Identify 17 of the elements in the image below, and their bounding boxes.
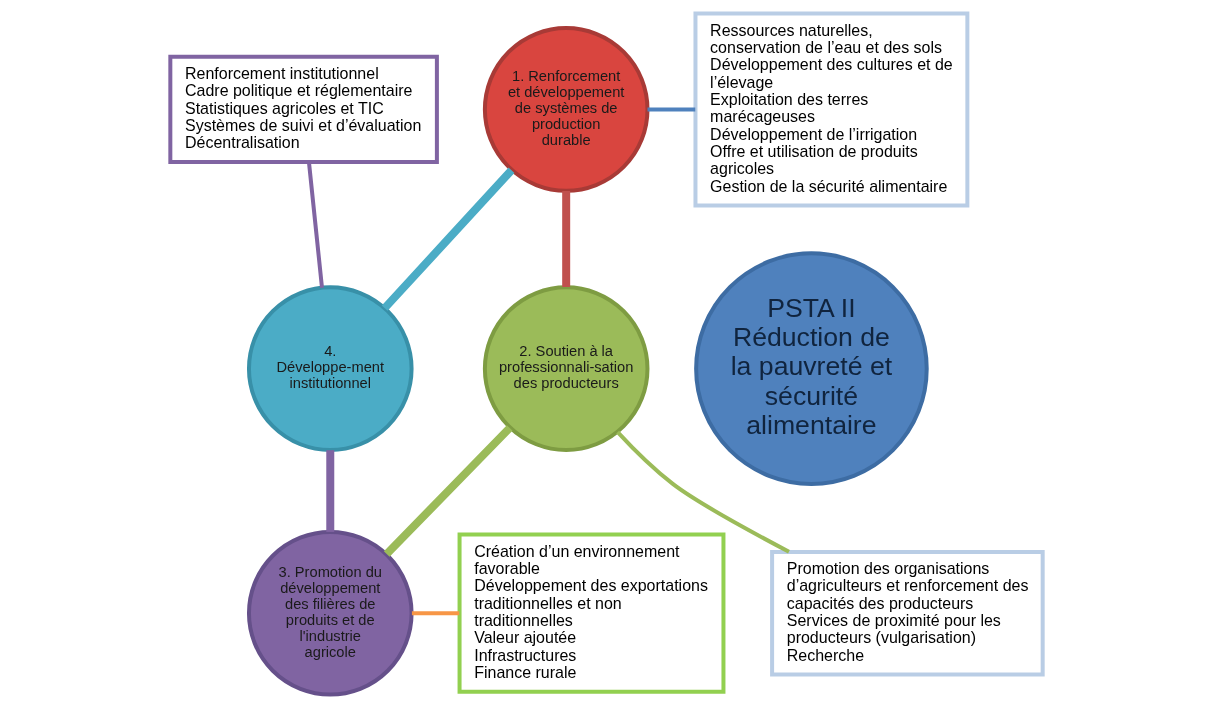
node-box: Promotion des organisations d’agriculteurs et renforcement des capacités des producteurs Services de proximité pour les producteurs (vulgarisation) Recherche bbox=[769, 549, 1045, 677]
connector bbox=[561, 190, 570, 287]
connector bbox=[381, 167, 514, 311]
connector bbox=[411, 611, 459, 616]
connector bbox=[306, 162, 324, 288]
connector bbox=[615, 430, 790, 554]
node-circle: 2. Soutien à la professionnali-sation des producteurs bbox=[482, 285, 649, 452]
node-box: Renforcement institutionnel Cadre politique et réglementaire Statistiques agricoles et TIC Systèmes de suivi et d’évaluation Décentralisation bbox=[167, 54, 439, 165]
node-circle: PSTA II Réduction de la pauvreté et sécurité alimentaire bbox=[693, 251, 929, 486]
node-circle: 1. Renforcement et développement de systèmes de production durable bbox=[482, 26, 649, 193]
connector bbox=[325, 450, 334, 532]
connector bbox=[383, 425, 513, 557]
node-circle: 4. Développe-ment institutionnel bbox=[246, 285, 414, 452]
node-circle: 3. Promotion du développement des filières de produits et de l'industrie agricole bbox=[246, 529, 414, 697]
node-box: Ressources naturelles, conservation de l’eau et des sols Développement des cultures et de l’élevage Exploitation des terres marécageuses Développement de l’irrigation Offre et utilisation de produits agricoles Gestion de la sécurité alimentaire bbox=[692, 11, 969, 208]
connector bbox=[647, 107, 695, 112]
node-box: Création d’un environnement favorable Développement des exportations traditionnelles et non traditionnelles Valeur ajoutée Infrastructures Finance rurale bbox=[457, 532, 725, 694]
